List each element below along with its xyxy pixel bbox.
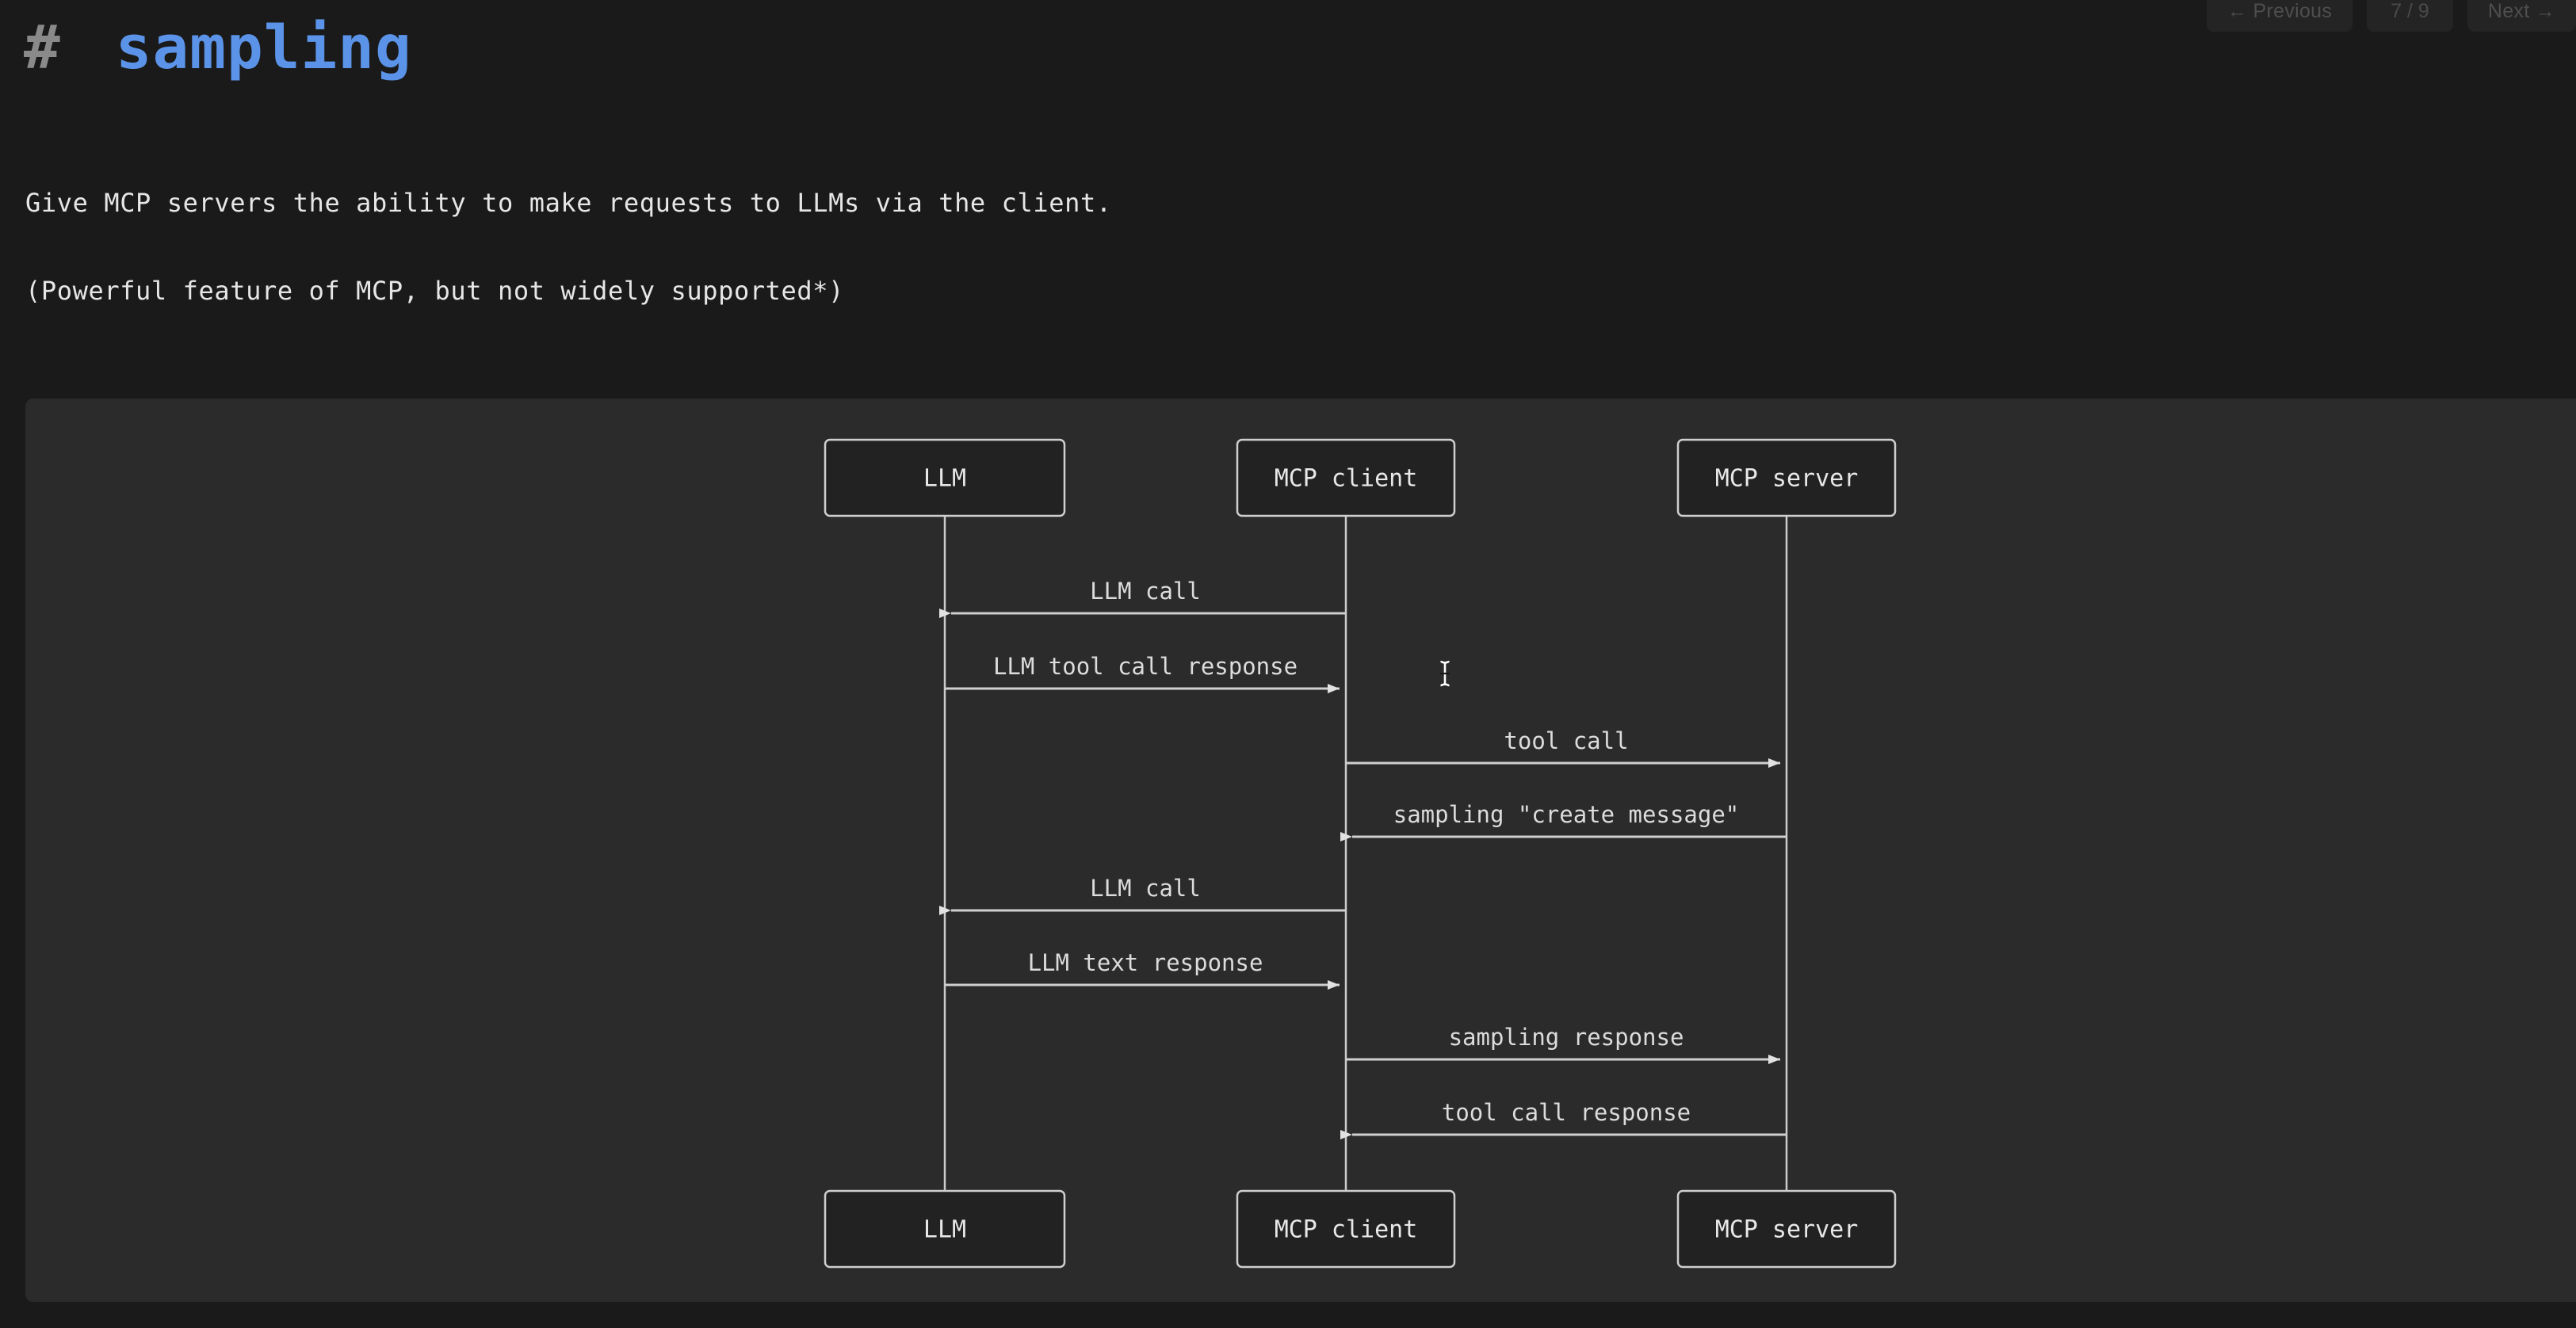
message-4: LLM call	[939, 875, 1346, 915]
message-label-5: LLM text response	[1028, 949, 1263, 976]
slide-counter: 7 / 9	[2367, 0, 2453, 32]
message-label-0: LLM call	[1090, 578, 1201, 605]
description-paragraph-1: Give MCP servers the ability to make req…	[25, 188, 1112, 218]
participant-box-client-bottom: MCP client	[1236, 1189, 1456, 1269]
participant-label-client-bottom: MCP client	[1275, 1216, 1418, 1244]
participant-label-llm-bottom: LLM	[923, 1216, 966, 1244]
message-1: LLM tool call response	[945, 653, 1340, 693]
participant-label-server-top: MCP server	[1715, 465, 1859, 493]
participant-box-server-top: MCP server	[1676, 438, 1897, 517]
page-title: # sampling	[24, 17, 412, 78]
description-paragraph-2: (Powerful feature of MCP, but not widely…	[25, 276, 845, 306]
message-2: tool call	[1346, 727, 1780, 768]
message-label-2: tool call	[1504, 727, 1628, 754]
participant-box-client-top: MCP client	[1236, 438, 1456, 517]
message-label-3: sampling "create message"	[1393, 801, 1740, 828]
previous-button[interactable]: ← Previous	[2206, 0, 2353, 32]
participant-label-client-top: MCP client	[1275, 465, 1418, 493]
page-title-text: sampling	[115, 12, 412, 82]
sequence-diagram-panel: LLM MCP client MCP server LLM call LLM t…	[25, 399, 2576, 1302]
sequence-diagram: LLM MCP client MCP server LLM call LLM t…	[824, 438, 1897, 1269]
message-3: sampling "create message"	[1340, 801, 1787, 841]
next-button[interactable]: Next →	[2467, 0, 2576, 32]
hash-icon: #	[24, 12, 60, 82]
participant-label-server-bottom: MCP server	[1715, 1216, 1859, 1244]
message-label-1: LLM tool call response	[993, 653, 1298, 680]
message-7: tool call response	[1340, 1099, 1787, 1139]
message-label-4: LLM call	[1090, 875, 1201, 902]
participant-box-llm-top: LLM	[824, 438, 1066, 517]
message-0: LLM call	[939, 578, 1346, 618]
message-label-7: tool call response	[1442, 1099, 1691, 1126]
message-6: sampling response	[1346, 1024, 1780, 1064]
participant-box-llm-bottom: LLM	[824, 1189, 1066, 1269]
participant-label-llm-top: LLM	[923, 465, 966, 493]
slide-navigation: ← Previous 7 / 9 Next →	[2206, 0, 2576, 41]
participant-box-server-bottom: MCP server	[1676, 1189, 1897, 1269]
message-5: LLM text response	[945, 949, 1340, 990]
message-label-6: sampling response	[1449, 1024, 1684, 1051]
